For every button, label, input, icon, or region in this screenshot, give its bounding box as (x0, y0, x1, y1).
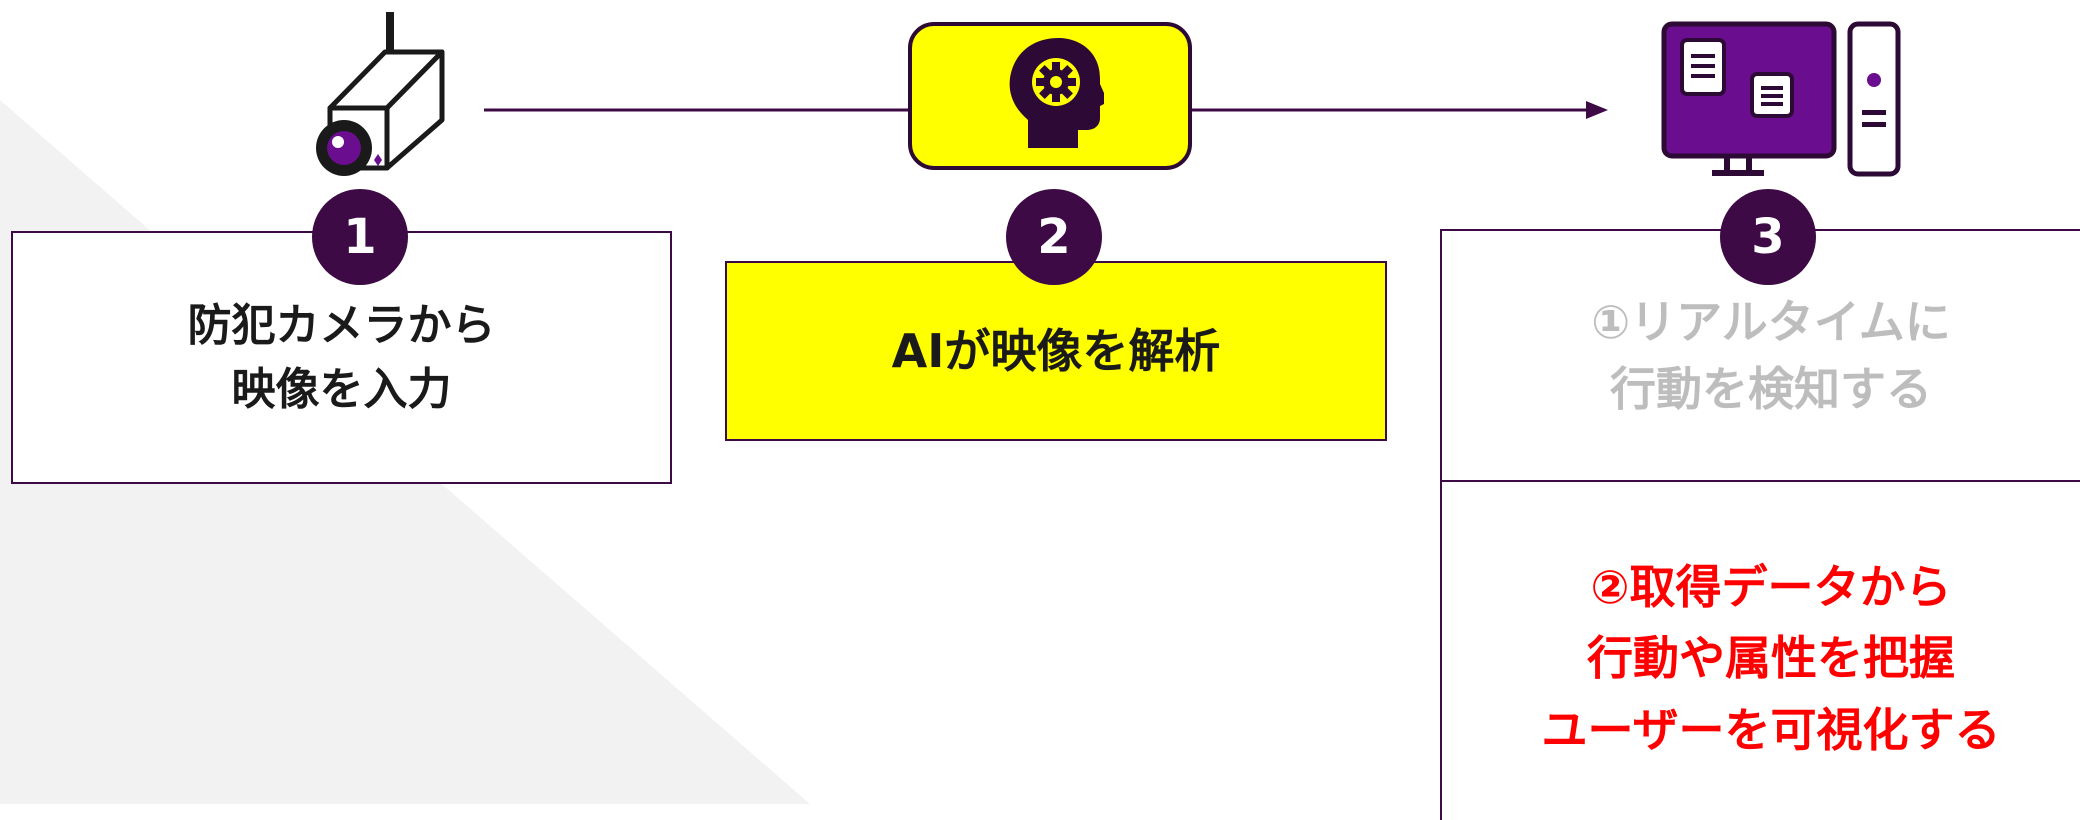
step-2-text: AIが映像を解析 (891, 323, 1221, 378)
step-3-text: ①リアルタイムに 行動を検知する (1591, 294, 1951, 416)
step-1-badge: 1 (312, 189, 408, 285)
ai-head-gear-icon (1009, 38, 1104, 148)
step-3-badge: 3 (1720, 189, 1816, 285)
step-2-box: AIが映像を解析 (725, 261, 1387, 441)
step-1-text: 防犯カメラから 映像を入力 (187, 299, 496, 415)
desktop-computer-icon (1661, 21, 1901, 177)
step-3-sub-text: ②取得データから 行動や属性を把握 ユーザーを可視化する (1541, 560, 2001, 757)
step-2-badge: 2 (1006, 189, 1102, 285)
step-3-sub-box: ②取得データから 行動や属性を把握 ユーザーを可視化する (1440, 480, 2080, 820)
arrow-head (1586, 101, 1608, 119)
security-camera-icon (316, 12, 445, 176)
ai-icon-box (908, 22, 1192, 170)
